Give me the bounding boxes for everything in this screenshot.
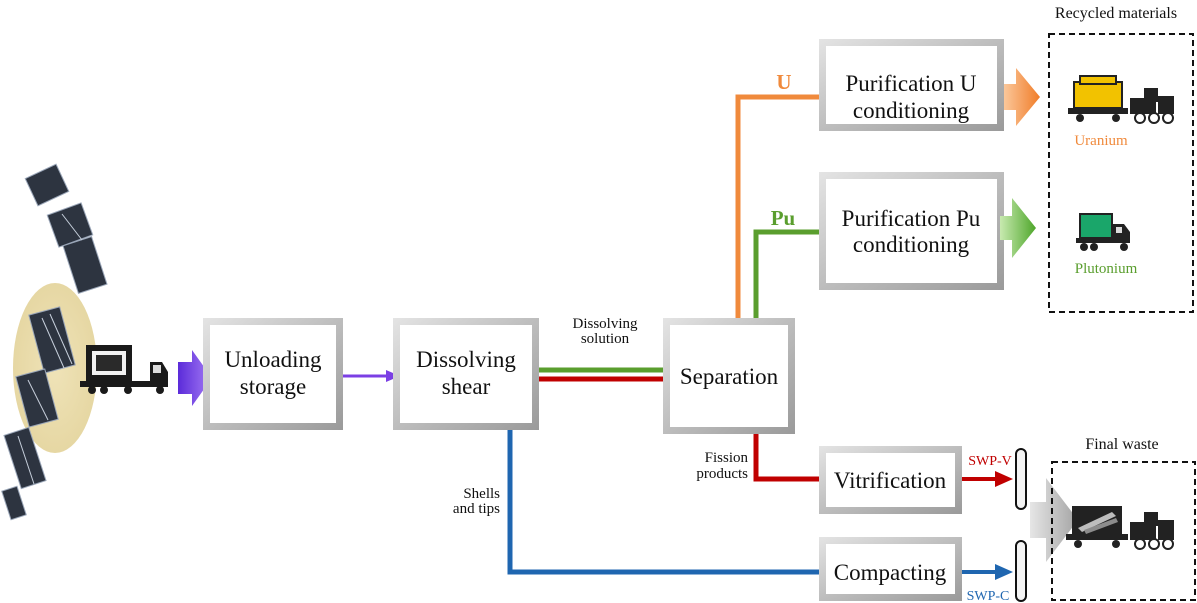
box-dissolving: Dissolving shear	[393, 318, 539, 430]
uranium-train-icon	[1068, 75, 1174, 124]
box-purification-pu: Purification Pu conditioning	[819, 172, 1004, 290]
waste-train-icon	[1066, 506, 1174, 550]
canister-icon	[1015, 448, 1027, 602]
swp-c-arrowhead	[995, 564, 1013, 580]
truck-icon	[80, 345, 168, 394]
swp-v-label: SWP-V	[968, 454, 1012, 469]
recycled-materials-title: Recycled materials	[1055, 5, 1177, 22]
vitrification-label: Vitrification	[834, 468, 947, 493]
dissolving-solution-label-2: solution	[581, 331, 630, 347]
plutonium-output-arrow	[1000, 198, 1036, 258]
purification-u-label-2: conditioning	[853, 98, 970, 123]
box-vitrification: Vitrification	[819, 446, 962, 514]
box-compacting: Compacting	[819, 537, 962, 601]
unloading-label-1: Unloading	[224, 347, 322, 372]
final-waste-arrow	[1030, 478, 1078, 562]
plutonium-label: Plutonium	[1075, 261, 1138, 277]
dissolving-label-2: shear	[442, 374, 491, 399]
uranium-label: Uranium	[1074, 133, 1128, 149]
pu-stream-label: Pu	[771, 206, 796, 230]
final-waste-box	[1051, 461, 1196, 601]
recycled-materials-box	[1048, 33, 1194, 313]
purification-u-label-1: Purification U	[846, 71, 977, 96]
shells-label-1: Shells	[463, 486, 500, 502]
fuel-assembly-icon	[1, 163, 108, 521]
swp-c-label: SWP-C	[967, 589, 1010, 603]
final-waste-title: Final waste	[1085, 436, 1158, 453]
purification-pu-label-1: Purification Pu	[842, 206, 981, 231]
unloading-label-2: storage	[240, 374, 306, 399]
dissolving-solution-label-1: Dissolving	[572, 316, 638, 332]
intake-arrow	[178, 350, 212, 406]
box-separation: Separation	[663, 318, 795, 434]
compacting-label: Compacting	[834, 560, 947, 585]
plutonium-truck-icon	[1076, 213, 1130, 251]
stream-lines	[336, 94, 996, 575]
box-unloading: Unloading storage	[203, 318, 343, 430]
shells-label-2: and tips	[453, 501, 500, 517]
box-purification-u: Purification U conditioning	[819, 39, 1004, 131]
purification-pu-label-2: conditioning	[853, 232, 970, 257]
u-stream-label: U	[776, 70, 791, 94]
swp-v-arrowhead	[995, 471, 1013, 487]
dissolving-label-1: Dissolving	[416, 347, 516, 372]
fission-label-2: products	[696, 466, 748, 482]
fission-label-1: Fission	[705, 450, 749, 466]
uranium-output-arrow	[1004, 68, 1040, 126]
separation-label: Separation	[680, 364, 779, 389]
